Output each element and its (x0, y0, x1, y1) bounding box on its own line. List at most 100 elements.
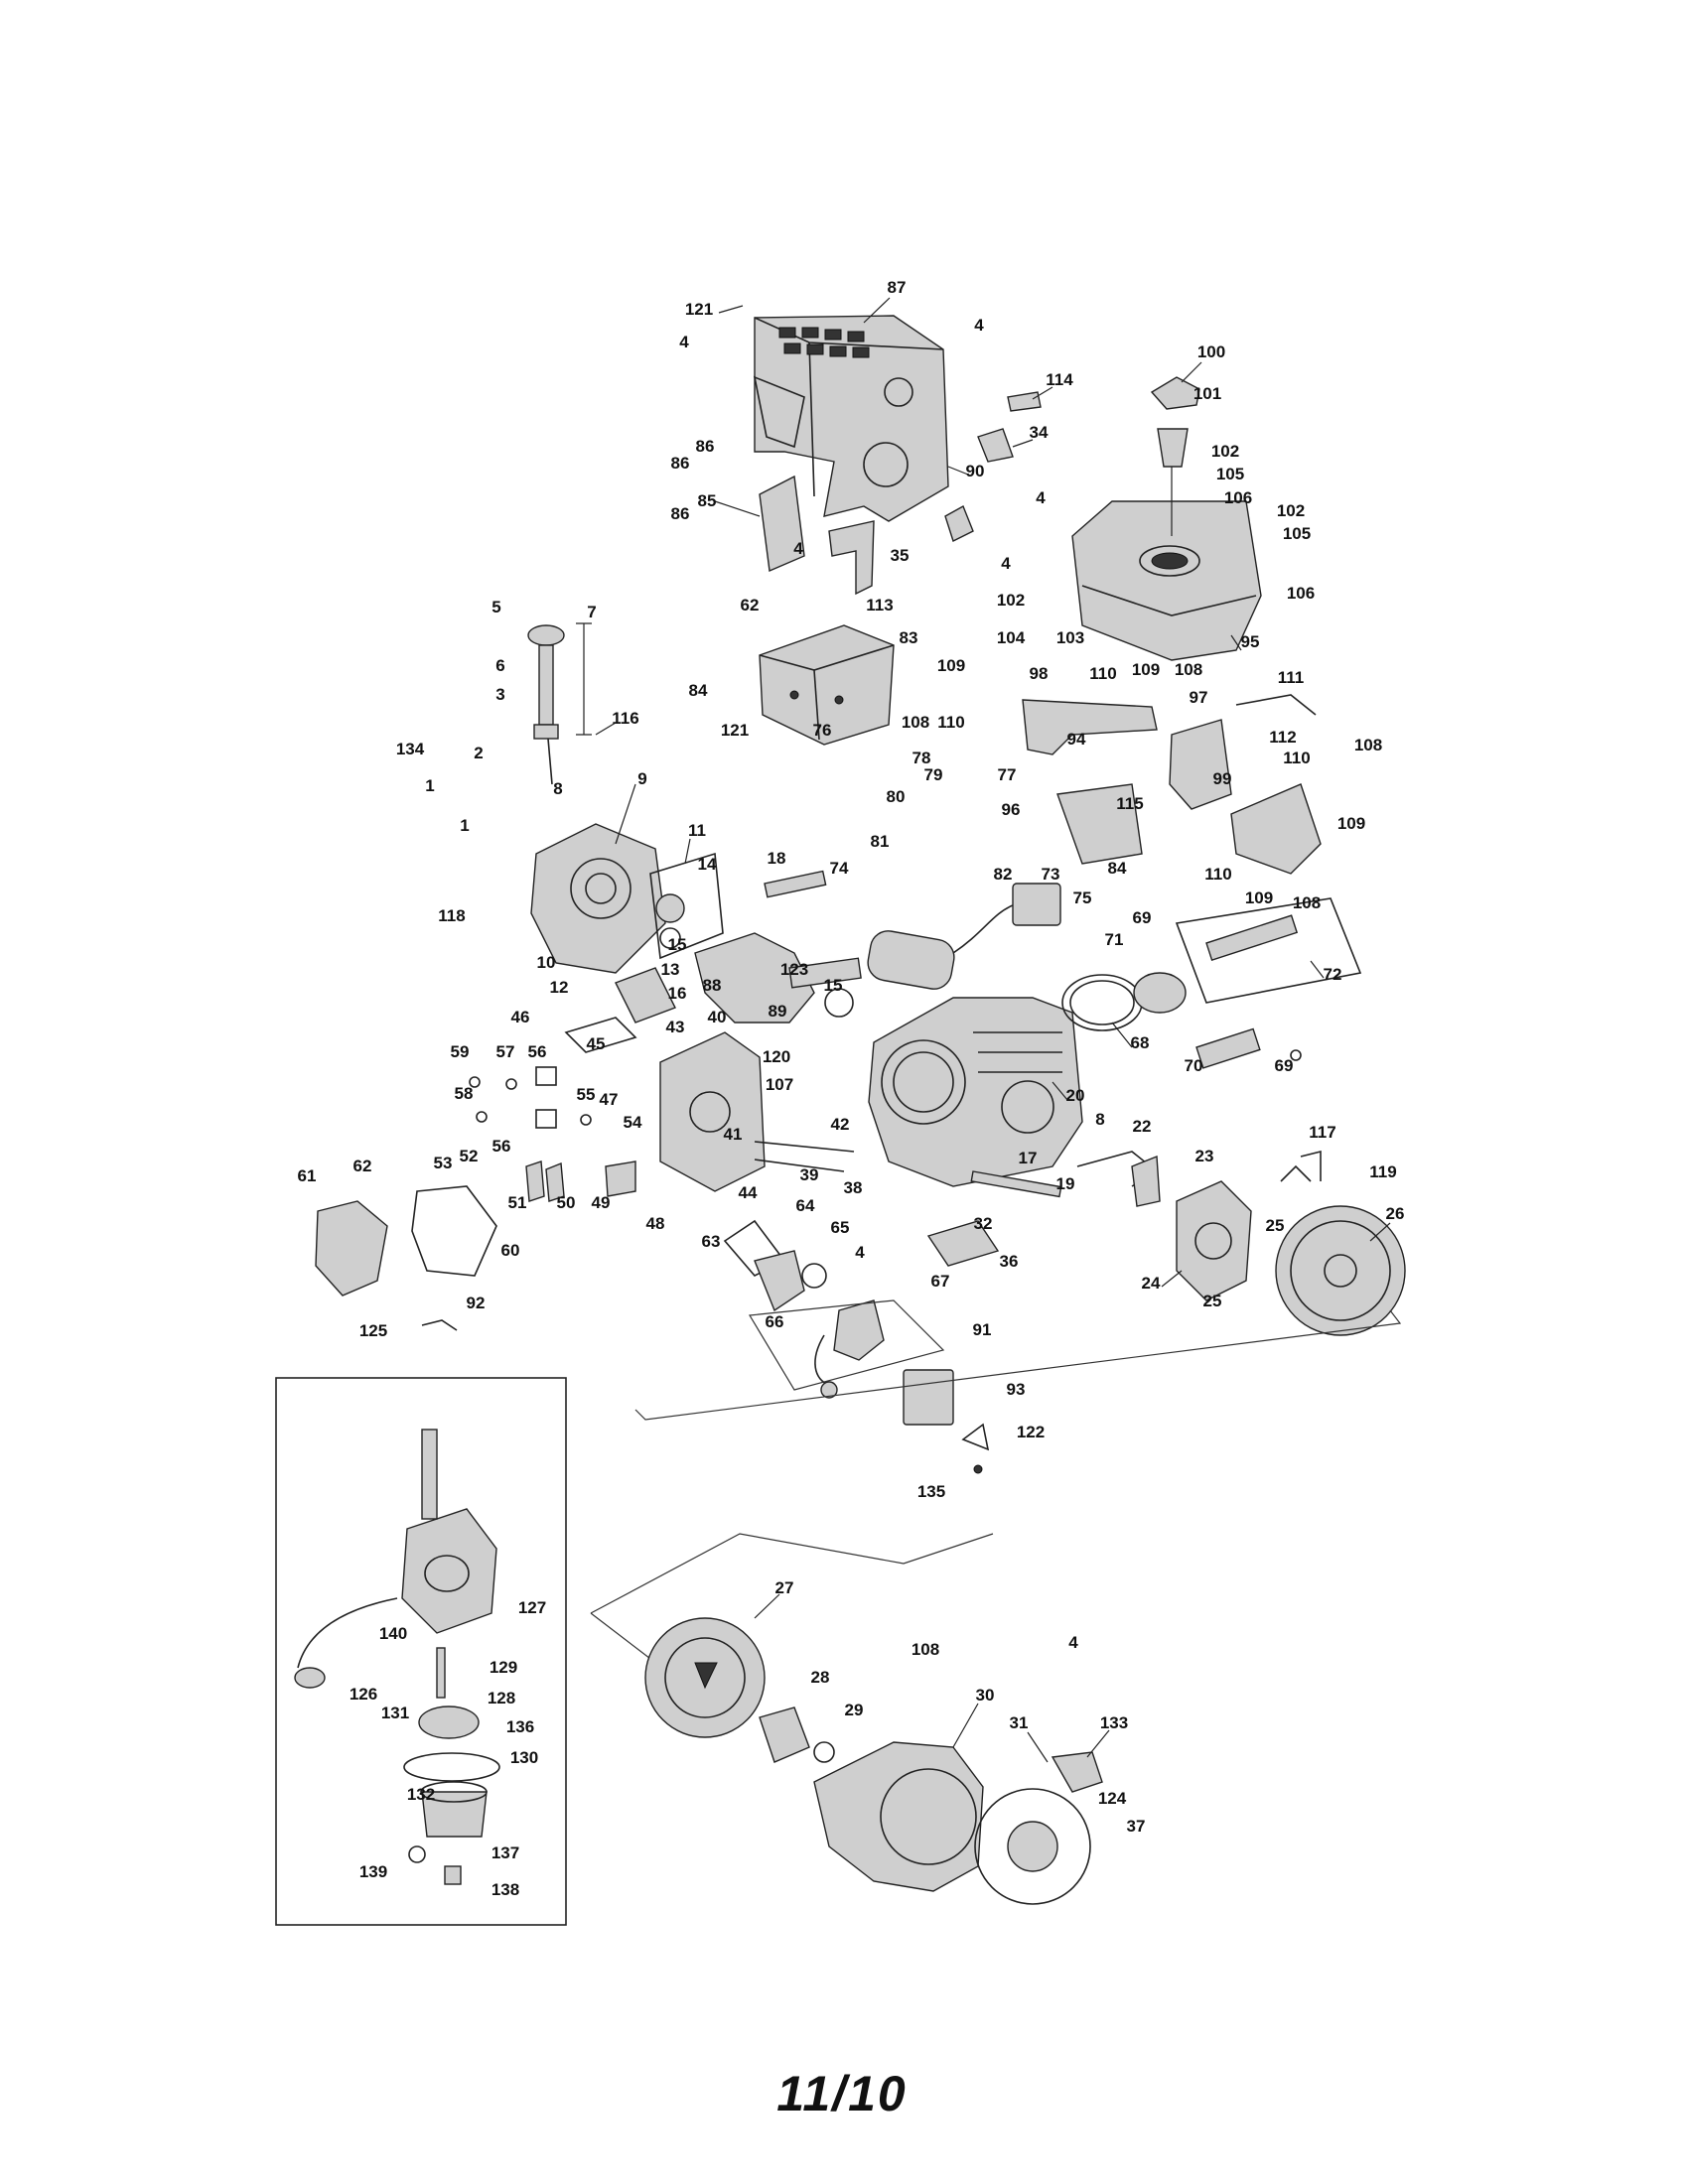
callout-4: 4 (974, 316, 984, 335)
callout-131: 131 (381, 1704, 409, 1722)
callout-109: 109 (1132, 660, 1160, 679)
callout-56: 56 (492, 1137, 511, 1156)
callout-4: 4 (793, 539, 803, 558)
callout-110: 110 (1204, 865, 1231, 884)
callout-108: 108 (912, 1640, 939, 1659)
callout-135: 135 (917, 1482, 945, 1501)
engine-shroud (753, 315, 949, 522)
callout-13: 13 (661, 960, 680, 979)
callout-109: 109 (1337, 814, 1365, 833)
callout-25: 25 (1203, 1292, 1222, 1310)
callout-23: 23 (1195, 1147, 1214, 1165)
callout-89: 89 (769, 1002, 787, 1021)
callout-123: 123 (780, 960, 808, 979)
callout-35: 35 (891, 546, 910, 565)
callout-108: 108 (1175, 660, 1202, 679)
callout-88: 88 (703, 976, 722, 995)
callout-121: 121 (685, 300, 713, 319)
callout-109: 109 (1245, 888, 1273, 907)
callout-51: 51 (508, 1193, 527, 1212)
crankshaft (659, 870, 862, 1024)
callout-68: 68 (1131, 1033, 1150, 1052)
callout-140: 140 (379, 1624, 407, 1643)
callout-57: 57 (496, 1042, 515, 1061)
callout-77: 77 (998, 765, 1017, 784)
callout-36: 36 (1000, 1252, 1019, 1271)
callout-125: 125 (359, 1321, 387, 1340)
callout-70: 70 (1185, 1056, 1203, 1075)
flywheel (1076, 1150, 1406, 1336)
callout-101: 101 (1193, 384, 1221, 403)
callout-139: 139 (359, 1862, 387, 1881)
callout-121: 121 (721, 721, 749, 740)
callout-46: 46 (511, 1008, 530, 1026)
callout-54: 54 (624, 1113, 642, 1132)
callout-15: 15 (668, 935, 687, 954)
callout-138: 138 (491, 1880, 519, 1899)
carburetor-assembly (754, 1250, 990, 1474)
piston-assembly (1061, 897, 1362, 1069)
callout-26: 26 (1386, 1204, 1405, 1223)
callout-94: 94 (1067, 730, 1086, 749)
callout-102: 102 (997, 591, 1025, 610)
callout-97: 97 (1190, 688, 1208, 707)
callout-4: 4 (1068, 1633, 1078, 1652)
callout-18: 18 (768, 849, 786, 868)
starter-motor (867, 883, 1061, 990)
callout-43: 43 (666, 1018, 685, 1036)
callout-106: 106 (1224, 488, 1252, 507)
valve-train-parts (469, 1066, 636, 1202)
callout-9: 9 (637, 769, 646, 788)
callout-66: 66 (766, 1312, 784, 1331)
callout-20: 20 (1066, 1086, 1085, 1105)
callout-69: 69 (1275, 1056, 1294, 1075)
crankcase-parts (615, 852, 724, 1024)
callout-15: 15 (824, 976, 843, 995)
callout-47: 47 (600, 1090, 619, 1109)
dipstick (527, 622, 592, 785)
callout-52: 52 (460, 1147, 479, 1165)
tank-brackets (1022, 694, 1322, 875)
callout-11: 11 (688, 821, 706, 840)
callout-132: 132 (407, 1785, 435, 1804)
callout-32: 32 (974, 1214, 993, 1233)
callout-90: 90 (966, 462, 985, 480)
callout-112: 112 (1269, 728, 1296, 747)
callout-8: 8 (553, 779, 562, 798)
callout-34: 34 (1030, 423, 1049, 442)
callout-108: 108 (1354, 736, 1382, 754)
callout-76: 76 (813, 721, 832, 740)
callout-40: 40 (708, 1008, 727, 1026)
callout-120: 120 (763, 1047, 790, 1066)
page-number: 11/10 (776, 2066, 908, 2121)
callout-92: 92 (467, 1294, 486, 1312)
callout-75: 75 (1073, 888, 1092, 907)
callout-22: 22 (1133, 1117, 1152, 1136)
valve-cover (315, 1185, 497, 1331)
callout-45: 45 (587, 1034, 606, 1053)
engine-block (868, 997, 1083, 1187)
callout-137: 137 (491, 1843, 519, 1862)
callout-4: 4 (855, 1243, 865, 1262)
callout-25: 25 (1266, 1216, 1285, 1235)
callout-1: 1 (460, 816, 469, 835)
callout-38: 38 (844, 1178, 863, 1197)
callout-122: 122 (1017, 1423, 1045, 1441)
callout-73: 73 (1042, 865, 1060, 884)
callout-110: 110 (937, 713, 964, 732)
callout-7: 7 (587, 603, 596, 621)
shroud-brackets (759, 391, 1042, 596)
callout-8: 8 (1095, 1110, 1104, 1129)
callout-83: 83 (900, 628, 918, 647)
callout-55: 55 (577, 1085, 596, 1104)
carburetor-inset (275, 1377, 567, 1926)
callout-115: 115 (1116, 794, 1143, 813)
blower-housing (644, 1617, 1103, 1905)
callout-81: 81 (871, 832, 890, 851)
callout-110: 110 (1089, 664, 1116, 683)
callout-87: 87 (888, 278, 907, 297)
callout-136: 136 (506, 1717, 534, 1736)
callout-72: 72 (1324, 965, 1342, 984)
